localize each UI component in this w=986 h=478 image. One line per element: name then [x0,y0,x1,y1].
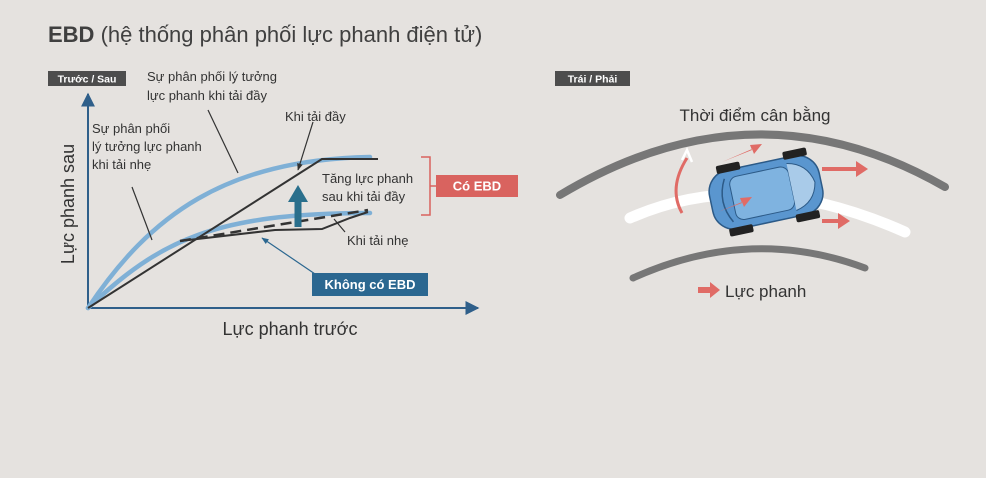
x-axis-label: Lực phanh trước [223,319,358,339]
ideal-light-label-1: Sự phân phối [92,121,170,136]
brake-arrow-rear-left [722,144,762,162]
leader-light-load [333,218,346,233]
light-load-line [179,211,369,242]
wheel-rear-left [715,161,741,174]
ideal-full-label-2: lực phanh khi tải đầy [147,88,267,103]
without-ebd-dashed-line [179,208,369,243]
ideal-light-label-2: lý tưởng lực phanh [92,139,202,154]
brake-arrow-front-left [822,161,868,177]
road-inner-edge [629,245,869,282]
balance-label: Thời điểm cân bằng [679,106,830,125]
leader-without-ebd [261,237,319,277]
tag-left-right-bg [555,71,630,86]
car [708,147,824,237]
increase-arrow-icon [288,185,308,202]
without-ebd-badge [312,273,428,296]
title-text: (hệ thống phân phối lực phanh điện tử) [94,22,483,47]
yaw-arrow-icon [680,146,694,163]
without-ebd-label: Không có EBD [325,277,416,292]
tag-front-rear-bg [48,71,126,86]
with-ebd-badge [436,175,518,197]
y-axis-label: Lực phanh sau [58,144,78,264]
page-title: EBD (hệ thống phân phối lực phanh điện t… [48,22,482,48]
brake-arrow-rear-right [718,197,752,212]
leader-full-load [297,121,314,171]
full-load-label: Khi tải đầy [285,109,346,124]
yaw-curve [674,157,689,214]
ideal-light-label-3: khi tải nhẹ [92,157,151,172]
wheel-front-right [795,210,821,223]
light-load-label: Khi tải nhẹ [347,233,408,248]
car-roof [729,166,796,221]
with-ebd-label: Có EBD [453,179,501,194]
full-load-line [87,158,378,309]
with-ebd-bracket [421,156,431,216]
ideal-full-label-1: Sự phân phối lý tưởng [147,69,277,84]
tag-left-right: Trái / Phải [568,74,618,86]
increase-label-2: sau khi tải đầy [322,189,406,204]
increase-arrow-shaft [294,200,302,227]
legend-brake-arrow-icon [698,282,720,298]
ideal-full-load-curve [85,154,373,311]
increase-label-1: Tăng lực phanh [322,171,413,186]
brake-force-arrows [718,144,868,229]
wheel-front-left [782,147,807,160]
car-rear-window [721,178,735,223]
right-panel: Trái / Phải Thời điểm cân bằng [555,71,949,301]
leader-ideal-full [207,109,239,174]
wheel-rear-right [729,224,754,237]
title-abbr: EBD [48,22,95,47]
legend-label: Lực phanh [725,282,806,301]
road-outer-edge [556,130,949,199]
leader-ideal-light [131,186,153,241]
tag-front-rear: Trước / Sau [58,74,117,86]
left-panel: Trước / Sau Lực phanh sau Lực phanh trướ… [48,69,518,339]
ideal-light-load-curve [85,210,373,311]
brake-arrow-front-right [822,213,850,229]
car-windshield [786,163,816,211]
